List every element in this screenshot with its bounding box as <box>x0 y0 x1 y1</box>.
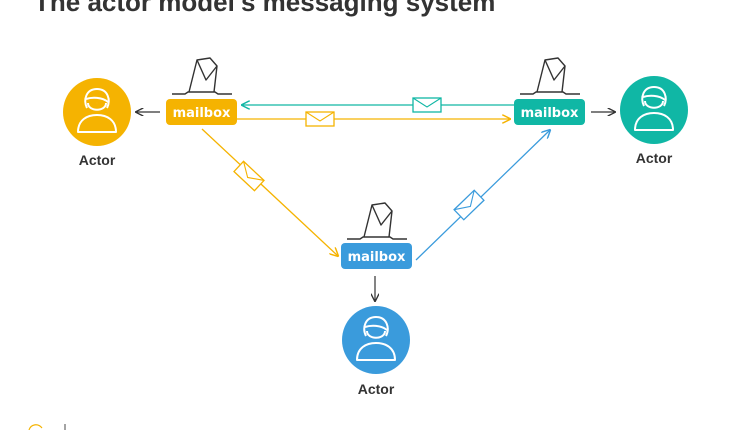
envelope-icon <box>305 111 335 127</box>
message-line-left-to-bottom <box>201 128 338 256</box>
envelope-icon <box>233 160 265 192</box>
mail-slot-icon <box>172 57 232 95</box>
envelope-icon <box>453 189 485 221</box>
actor-left: Actor <box>63 78 131 168</box>
mail-slot-icon <box>347 202 407 240</box>
logo-icon <box>28 424 66 430</box>
message-line-bottom-to-right <box>415 130 550 261</box>
actor-right: Actor <box>620 76 688 166</box>
actor-bottom-label: Actor <box>358 381 395 397</box>
page-title: The actor model's messaging system <box>34 0 496 17</box>
person-icon <box>634 86 674 131</box>
mailbox-bottom-label: mailbox <box>348 250 406 265</box>
actor-bottom: Actor <box>342 306 410 397</box>
mailbox-bottom: mailbox <box>341 243 412 269</box>
mailbox-right-label: mailbox <box>521 106 579 121</box>
person-icon <box>356 316 396 361</box>
mailbox-right: mailbox <box>514 99 585 125</box>
mail-slot-icon <box>520 57 580 95</box>
envelope-icon <box>412 97 442 113</box>
person-icon <box>77 88 117 133</box>
mailbox-left-label: mailbox <box>173 106 231 121</box>
actor-right-label: Actor <box>636 150 673 166</box>
actor-left-label: Actor <box>79 152 116 168</box>
mailbox-left: mailbox <box>166 99 237 125</box>
